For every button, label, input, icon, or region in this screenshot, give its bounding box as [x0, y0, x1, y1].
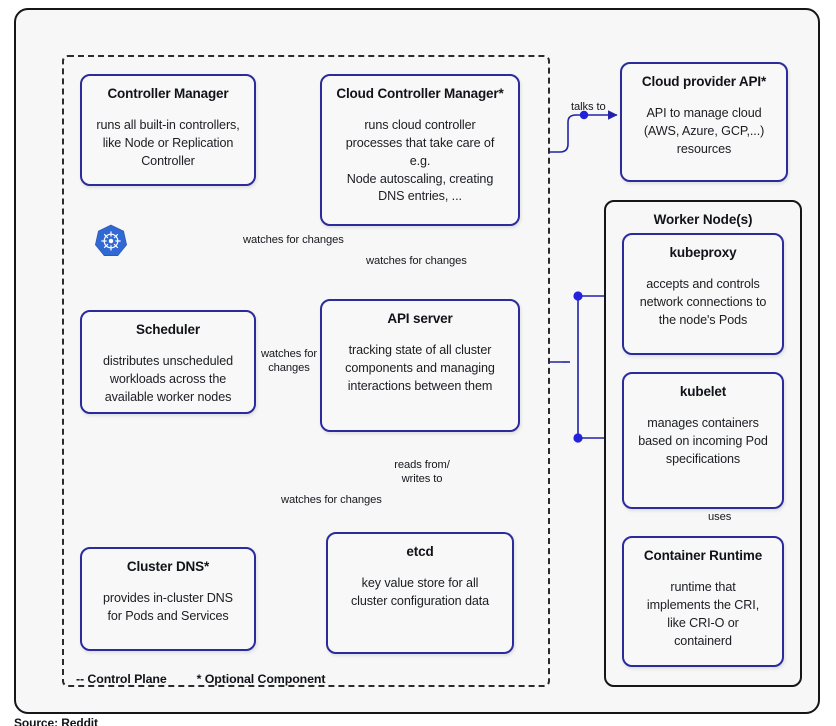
controller-manager-desc: runs all built-in controllers, like Node… — [96, 117, 240, 168]
kubeproxy-title: kubeproxy — [669, 245, 737, 260]
card-etcd[interactable]: etcd key value store for all cluster con… — [326, 532, 514, 654]
cluster-dns-title: Cluster DNS* — [126, 559, 210, 574]
worker-node-title: Worker Node(s) — [653, 212, 753, 227]
controller-manager-title: Controller Manager — [107, 86, 229, 101]
edge-label-watches-for-changes-controller-manager: watches for changes — [243, 234, 344, 246]
etcd-title: etcd — [406, 544, 434, 559]
scheduler-desc: distributes unscheduled workloads across… — [102, 353, 234, 404]
card-cluster-dns[interactable]: Cluster DNS* provides in-cluster DNS for… — [80, 547, 256, 651]
etcd-desc: key value store for all cluster configur… — [350, 575, 490, 608]
legend: -- Control Plane * Optional Component — [76, 672, 326, 686]
kubernetes-logo — [94, 224, 128, 258]
api-server-title: API server — [387, 311, 453, 326]
card-cloud-provider-api[interactable]: Cloud provider API* API to manage cloud … — [620, 62, 788, 182]
scheduler-title: Scheduler — [136, 322, 200, 337]
cluster-dns-desc: provides in-cluster DNS for Pods and Ser… — [103, 590, 233, 623]
edge-label-watches-for-changes-cluster-dns: watches for changes — [281, 494, 382, 506]
edge-label-reads-writes: reads from/ writes to — [394, 459, 450, 485]
api-server-desc: tracking state of all cluster components… — [345, 342, 495, 393]
container-runtime-title: Container Runtime — [643, 548, 763, 563]
card-kubeproxy[interactable]: kubeproxy accepts and controls network c… — [622, 233, 784, 355]
card-container-runtime[interactable]: Container Runtime runtime that implement… — [622, 536, 784, 667]
legend-optional-component: * Optional Component — [196, 672, 326, 686]
card-api-server[interactable]: API server tracking state of all cluster… — [320, 299, 520, 432]
container-runtime-desc: runtime that implements the CRI, like CR… — [646, 579, 760, 648]
card-cloud-controller-manager[interactable]: Cloud Controller Manager* runs cloud con… — [320, 74, 520, 226]
edge-label-watches-for-changes-scheduler: watches for changes — [260, 348, 318, 374]
edge-label-talks-to: talks to — [571, 101, 606, 113]
legend-control-plane: -- Control Plane — [76, 672, 167, 686]
source-caption: Source: Reddit — [14, 716, 98, 726]
card-controller-manager[interactable]: Controller Manager runs all built-in con… — [80, 74, 256, 186]
card-kubelet[interactable]: kubelet manages containers based on inco… — [622, 372, 784, 509]
card-scheduler[interactable]: Scheduler distributes unscheduled worklo… — [80, 310, 256, 414]
kubeproxy-desc: accepts and controls network connections… — [639, 276, 767, 327]
edge-label-watches-for-changes-ccm: watches for changes — [366, 255, 467, 267]
cloud-controller-manager-title: Cloud Controller Manager* — [336, 86, 504, 101]
kubelet-desc: manages containers based on incoming Pod… — [638, 415, 768, 466]
cloud-controller-manager-desc: runs cloud controller processes that tak… — [345, 117, 495, 204]
kubelet-title: kubelet — [679, 384, 727, 399]
cloud-provider-api-title: Cloud provider API* — [641, 74, 767, 89]
edge-label-uses: uses — [708, 511, 732, 523]
cloud-provider-api-desc: API to manage cloud (AWS, Azure, GCP,...… — [643, 105, 765, 156]
